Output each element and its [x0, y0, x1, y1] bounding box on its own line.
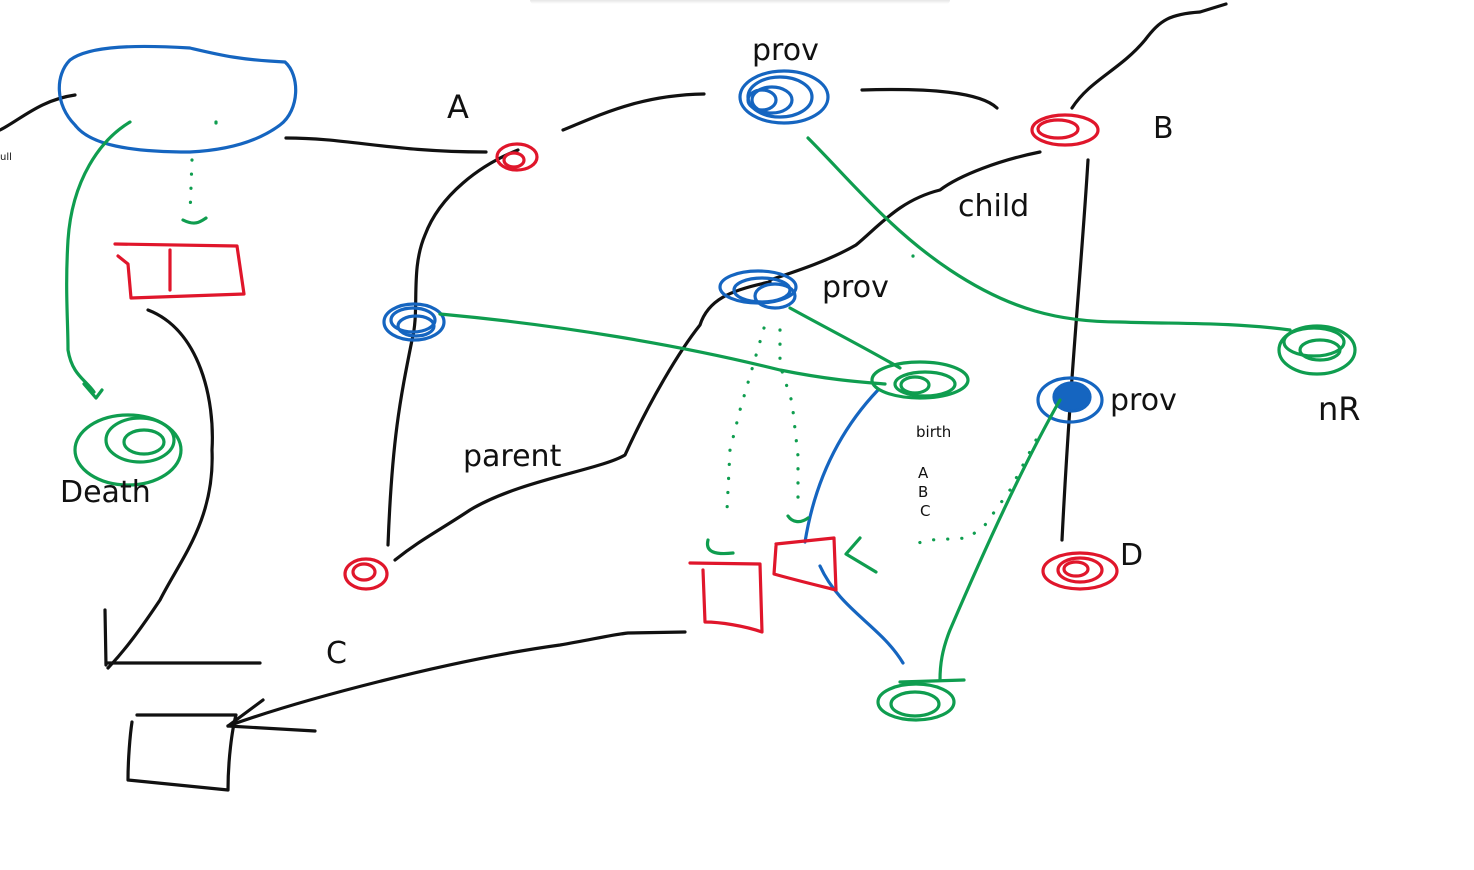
label-parent: parent — [463, 439, 562, 474]
dots-prov-mid-b — [778, 328, 800, 508]
edge-b-down-to-d — [1060, 158, 1090, 542]
label-prov-mid: prov — [822, 270, 889, 305]
red-scribble-b — [1030, 113, 1100, 147]
label-nr: nR — [1318, 390, 1361, 428]
green-elements — [65, 120, 1357, 722]
blue-scribble-prov-right — [1036, 376, 1104, 424]
green-scribble-mid — [870, 360, 970, 400]
label-d: D — [1120, 538, 1143, 573]
arrow-head-death — [82, 382, 104, 400]
label-cut-off: ull — [0, 152, 12, 163]
blue-elements — [57, 44, 1104, 665]
edge-parent-link — [393, 280, 772, 562]
hook-right-box — [786, 514, 810, 524]
arrow-head-lower — [226, 724, 317, 733]
edge-cloud-to-a — [284, 136, 488, 154]
label-birth-c: C — [920, 502, 930, 520]
dots-prov-right-to-box — [908, 438, 1038, 547]
hook-left-box — [705, 538, 735, 556]
red-box-left — [688, 561, 764, 634]
green-scribble-death — [73, 413, 183, 487]
label-birth-b: B — [918, 483, 928, 501]
edge-table-to-axis — [106, 308, 214, 670]
dots-cloud-to-table — [188, 158, 194, 217]
edge-prov-right-to-green-bottom — [938, 398, 1062, 682]
green-scribble-nr — [1277, 324, 1357, 376]
edge-child-link — [768, 150, 1042, 282]
axis-vertical — [103, 608, 108, 667]
label-death: Death — [60, 475, 151, 510]
red-elements — [113, 113, 1119, 634]
labels: prov A B child prov prov nR parent Death… — [0, 33, 1361, 671]
blue-scribble-prov-mid — [718, 269, 798, 310]
edge-blue-to-red-box — [803, 388, 880, 544]
label-prov-top: prov — [752, 33, 819, 68]
label-c: C — [326, 636, 347, 671]
label-child: child — [958, 189, 1029, 224]
blue-cloud-shape — [57, 44, 298, 154]
blue-scribble-prov-top — [738, 69, 830, 125]
green-scribble-bottom — [876, 678, 966, 722]
edge-box-to-red-box — [226, 630, 687, 728]
dots-prov-mid-a — [725, 326, 766, 512]
edge-cloud-to-death — [65, 120, 132, 394]
edge-b-up — [1070, 2, 1228, 110]
red-table-left — [113, 242, 246, 300]
edge-prov-top-to-b — [860, 87, 999, 110]
arrow-head-table — [181, 216, 208, 225]
label-b: B — [1153, 111, 1174, 146]
edge-a-to-prov-top — [561, 92, 706, 132]
edge-prov-mid-to-green — [788, 306, 902, 370]
edge-blue-red-box-to-green — [818, 564, 905, 665]
red-box-right — [772, 536, 838, 592]
blue-scribble-left — [382, 302, 446, 342]
black-edges — [0, 2, 1228, 792]
red-scribble-c — [343, 557, 389, 591]
canvas-top-edge — [530, 0, 950, 4]
label-birth-a: A — [918, 464, 929, 482]
edge-blue-left-to-green — [438, 312, 887, 386]
edge-a-down — [386, 148, 520, 547]
label-a: A — [447, 88, 469, 126]
edge-prov-top-to-nr — [806, 136, 1292, 332]
red-scribble-d — [1041, 551, 1119, 591]
arrow-head-right-box — [844, 536, 878, 574]
red-scribble-a — [495, 142, 539, 172]
label-birth: birth — [916, 423, 951, 441]
box-black-outline — [126, 713, 238, 792]
label-prov-right: prov — [1110, 383, 1177, 418]
edge-left-stub — [0, 93, 77, 132]
